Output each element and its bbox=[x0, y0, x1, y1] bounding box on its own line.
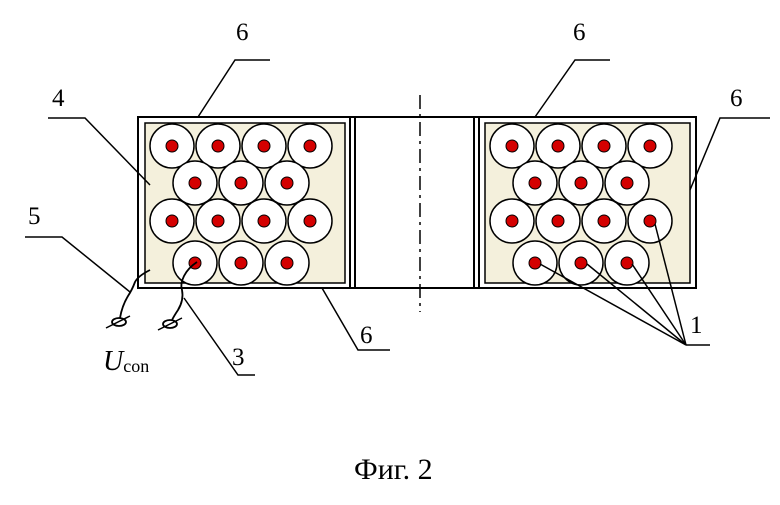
callout-6-right: 6 bbox=[730, 85, 743, 112]
callout-6-bottom: 6 bbox=[360, 322, 373, 349]
leader-6-bottom bbox=[322, 288, 390, 350]
conductor-core-icon bbox=[529, 257, 541, 269]
leader-6-top-left bbox=[198, 60, 270, 117]
conductor-core-icon bbox=[304, 215, 316, 227]
conductor-core-icon bbox=[552, 140, 564, 152]
conductor-core-icon bbox=[212, 140, 224, 152]
leader-6-top-right bbox=[535, 60, 610, 117]
callout-3: 3 bbox=[232, 344, 245, 371]
leader-5 bbox=[25, 237, 130, 292]
leader-4 bbox=[48, 118, 150, 185]
conductor-core-icon bbox=[598, 215, 610, 227]
conductor-group bbox=[150, 124, 672, 285]
voltage-label-subscript: con bbox=[123, 356, 149, 376]
conductor-core-icon bbox=[598, 140, 610, 152]
conductor-core-icon bbox=[621, 177, 633, 189]
conductor-core-icon bbox=[235, 177, 247, 189]
conductor-core-icon bbox=[166, 140, 178, 152]
callout-1: 1 bbox=[690, 312, 703, 339]
conductor-core-icon bbox=[235, 257, 247, 269]
callout-6-top-left: 6 bbox=[236, 19, 249, 46]
conductor-core-icon bbox=[644, 215, 656, 227]
conductor-core-icon bbox=[506, 215, 518, 227]
conductor-core-icon bbox=[281, 177, 293, 189]
conductor-core-icon bbox=[506, 140, 518, 152]
conductor-core-icon bbox=[258, 215, 270, 227]
conductor-core-icon bbox=[212, 215, 224, 227]
conductor-core-icon bbox=[529, 177, 541, 189]
conductor-core-icon bbox=[304, 140, 316, 152]
conductor-core-icon bbox=[189, 177, 201, 189]
conductor-core-icon bbox=[552, 215, 564, 227]
conductor-core-icon bbox=[166, 215, 178, 227]
callout-4: 4 bbox=[52, 85, 65, 112]
voltage-label: Ucon bbox=[103, 346, 149, 377]
callout-6-top-right: 6 bbox=[573, 19, 586, 46]
voltage-label-base: U bbox=[103, 346, 125, 377]
leader-6-right bbox=[690, 118, 770, 190]
callout-5: 5 bbox=[28, 203, 41, 230]
conductor-core-icon bbox=[644, 140, 656, 152]
conductor-core-icon bbox=[621, 257, 633, 269]
conductor-core-icon bbox=[575, 257, 587, 269]
conductor-core-icon bbox=[281, 257, 293, 269]
conductor-core-icon bbox=[258, 140, 270, 152]
conductor-core-icon bbox=[575, 177, 587, 189]
figure-caption: Фиг. 2 bbox=[354, 453, 433, 486]
